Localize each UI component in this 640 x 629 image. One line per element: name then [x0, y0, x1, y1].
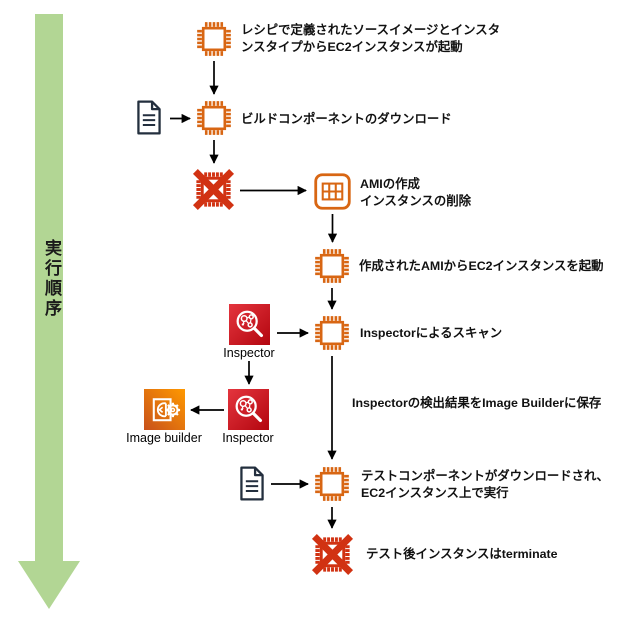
step-label-launch-from-ami: 作成されたAMIからEC2インスタンスを起動 [359, 259, 604, 273]
image-builder-caption: Image builder [126, 431, 202, 445]
inspector-service-icon [228, 389, 269, 430]
inspector-caption: Inspector [223, 346, 275, 360]
ami-grid-icon [312, 171, 353, 212]
terminated-instance-x-icon [191, 167, 236, 212]
step-label-inspector-scan: Inspectorによるスキャン [360, 326, 503, 340]
step-label-download-build-component: ビルドコンポーネントのダウンロード [241, 112, 452, 126]
ec2-instance-chip-icon [313, 247, 351, 285]
step-label-launch-from-recipe: レシピで定義されたソースイメージとインスタ ンスタイプからEC2インスタンスが起… [241, 23, 501, 54]
ec2-instance-chip-icon [313, 465, 351, 503]
ec2-instance-chip-icon [195, 99, 233, 137]
inspector-caption: Inspector [222, 431, 274, 445]
step-label-run-test-component: テストコンポーネントがダウンロードされ、 EC2インスタンス上で実行 [361, 469, 609, 500]
execution-order-arrowhead [18, 561, 80, 609]
execution-order-arrow-bar [35, 14, 63, 561]
component-document-icon [237, 465, 267, 502]
image-builder-service-icon [144, 389, 185, 430]
ec2-instance-chip-icon [313, 314, 351, 352]
ec2-instance-chip-icon [195, 20, 233, 58]
step-label-create-ami-delete-instance: AMIの作成 インスタンスの削除 [360, 177, 472, 208]
step-label-terminate-after-test: テスト後インスタンスはterminate [366, 547, 558, 561]
component-document-icon [134, 99, 164, 136]
inspector-service-icon [229, 304, 270, 345]
terminated-instance-x-icon [310, 532, 355, 577]
execution-order-label: 実行順序 [42, 239, 61, 319]
step-label-save-findings: Inspectorの検出結果をImage Builderに保存 [352, 396, 602, 410]
